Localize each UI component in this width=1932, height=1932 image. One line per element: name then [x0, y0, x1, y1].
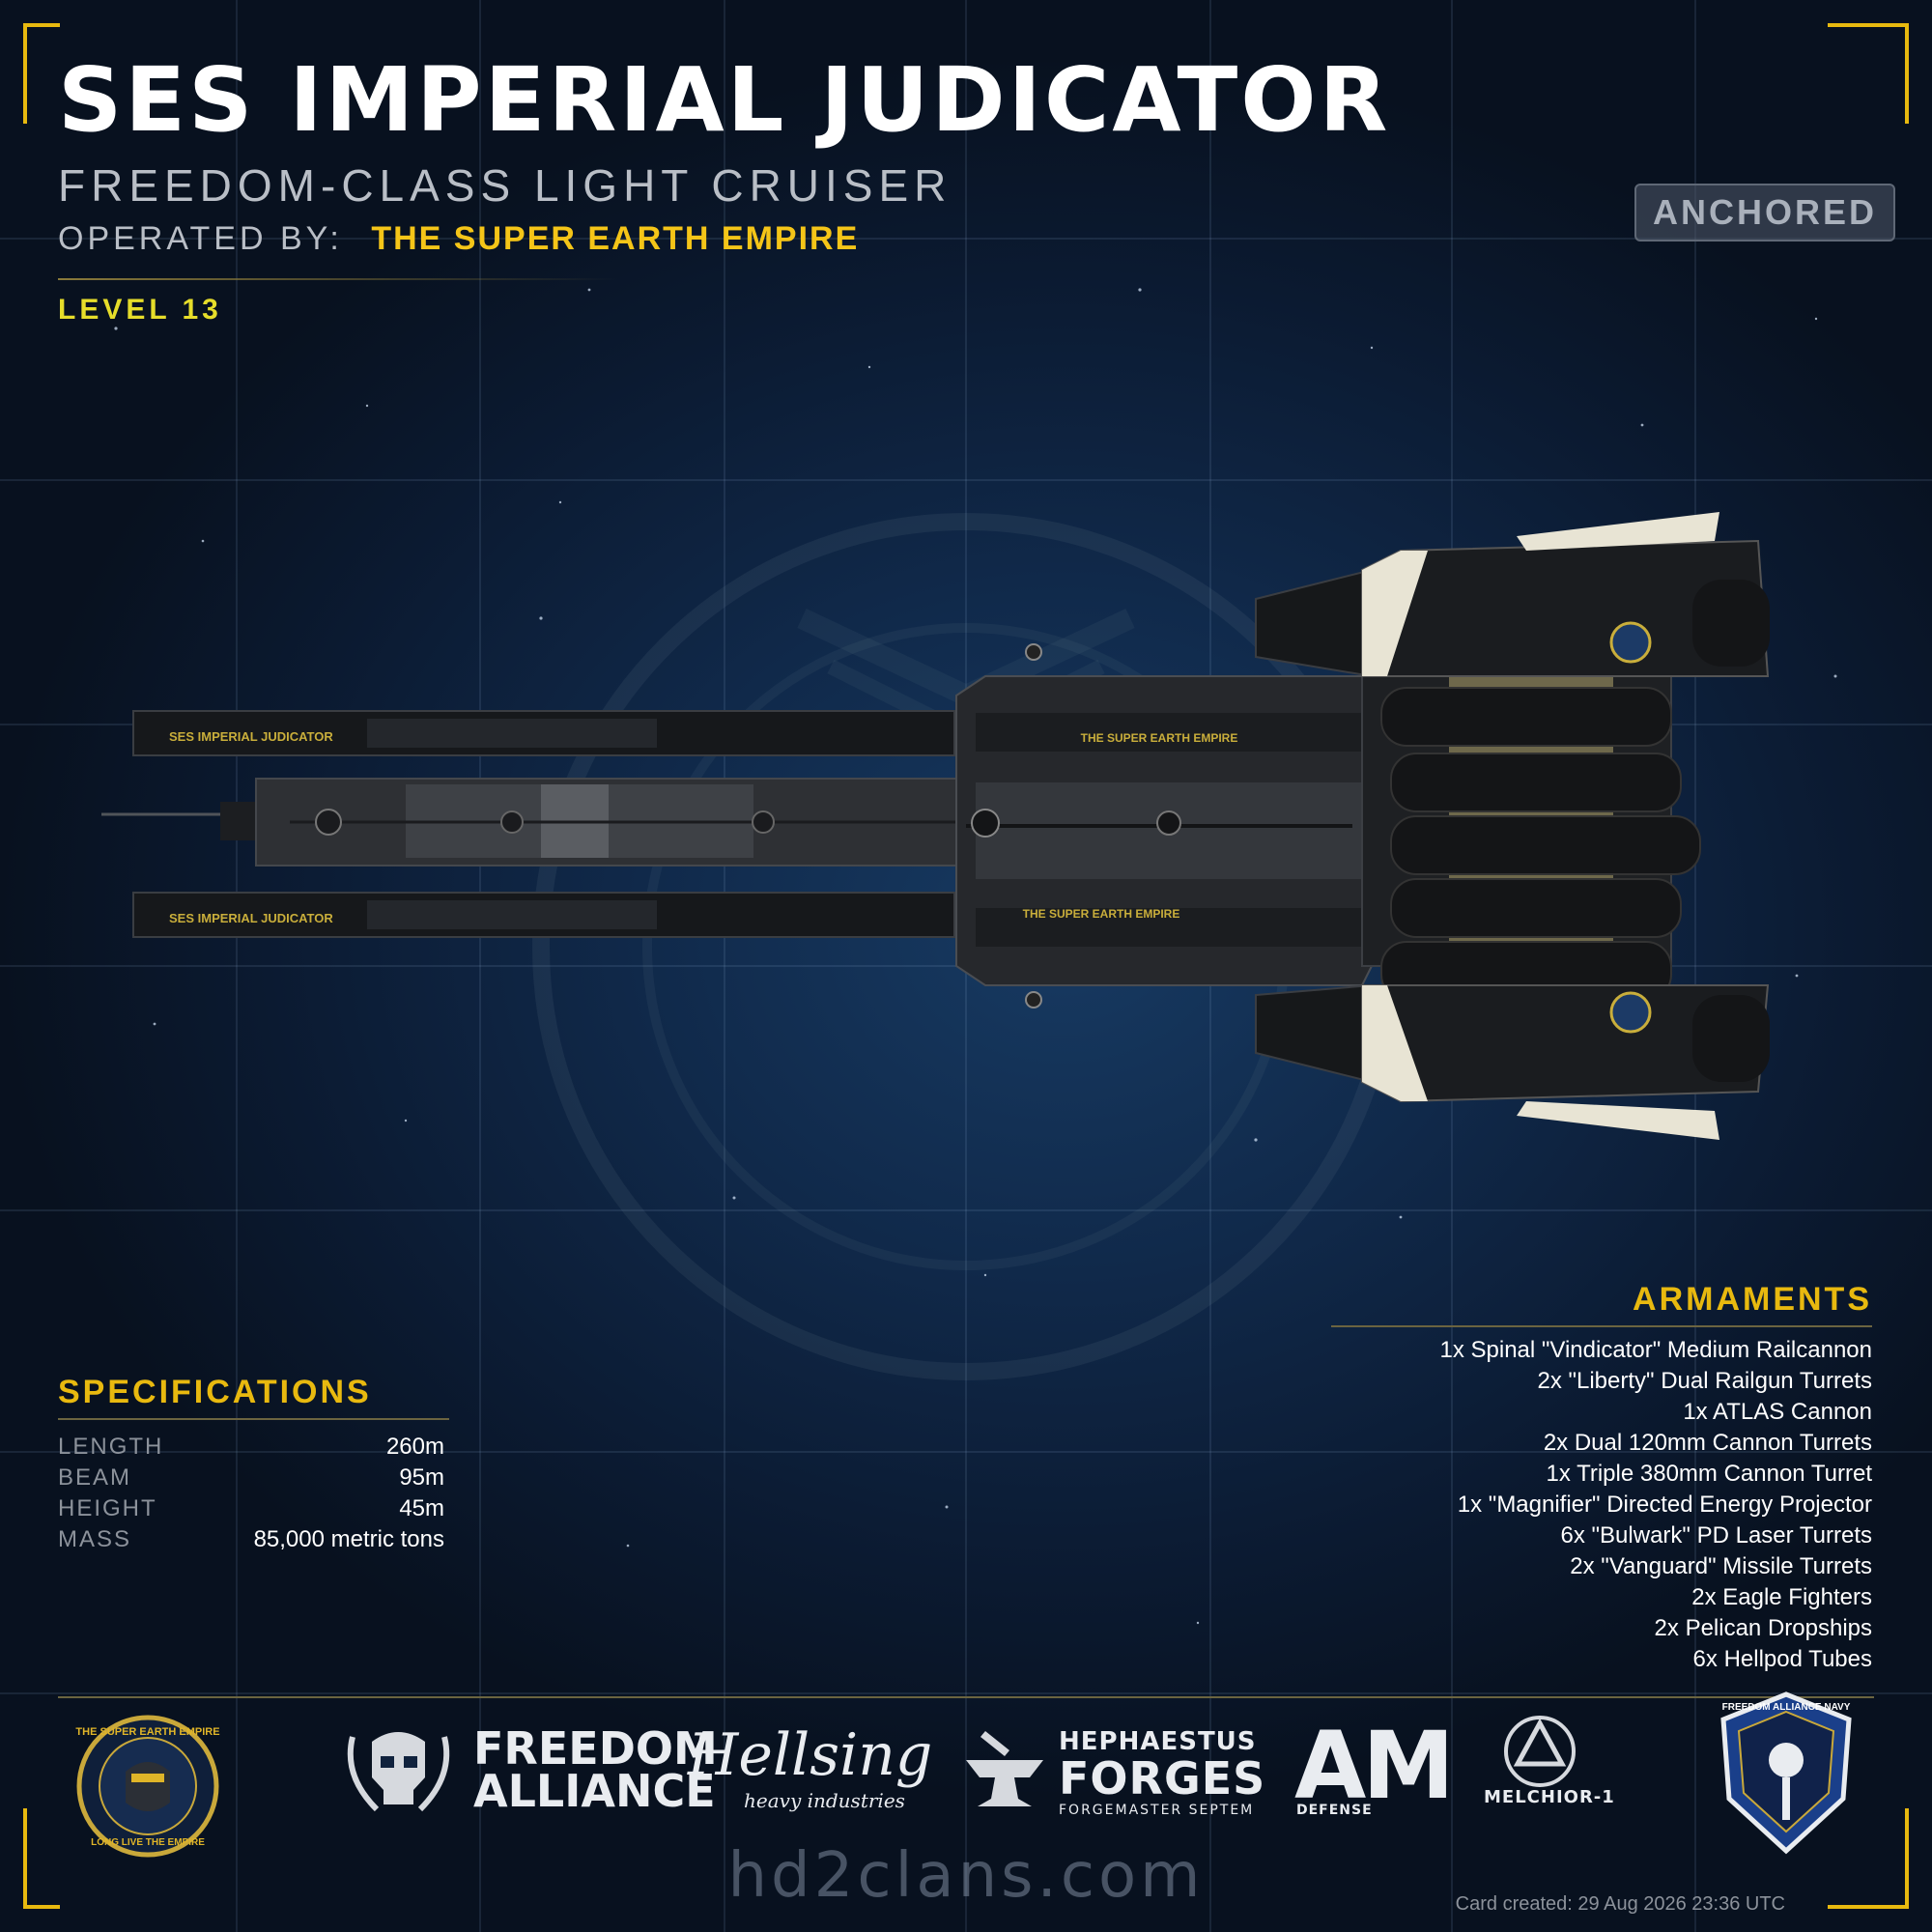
ship-main-hull: THE SUPER EARTH EMPIRE THE SUPER EARTH E…: [955, 643, 1373, 1009]
am-defense-logo: AM: [1294, 1712, 1455, 1820]
hull-label-bottom: THE SUPER EARTH EMPIRE: [1023, 907, 1180, 921]
status-badge: ANCHORED: [1634, 184, 1895, 242]
hellsing-subtitle: heavy industries: [744, 1789, 905, 1812]
header-divider: [58, 278, 618, 280]
frame-corner-top-left: [23, 23, 60, 124]
spec-label: HEIGHT: [58, 1495, 157, 1521]
armament-item: 6x "Bulwark" PD Laser Turrets: [1560, 1522, 1872, 1548]
armament-item: 2x "Liberty" Dual Railgun Turrets: [1537, 1368, 1872, 1394]
navy-badge-text: FREEDOM ALLIANCE NAVY: [1722, 1702, 1851, 1713]
spec-row: HEIGHT 45m: [58, 1493, 444, 1524]
armament-item: 2x Pelican Dropships: [1654, 1615, 1872, 1641]
melchior-logo: MELCHIOR-1: [1484, 1787, 1615, 1807]
armament-item: 1x Spinal "Vindicator" Medium Railcannon: [1439, 1337, 1872, 1363]
frame-corner-bottom-right: [1828, 1808, 1909, 1909]
hull-label-top: THE SUPER EARTH EMPIRE: [1081, 731, 1238, 745]
spec-row: BEAM 95m: [58, 1463, 444, 1493]
melchior-aperture-icon: [1504, 1716, 1576, 1787]
specifications-divider: [58, 1418, 449, 1420]
frame-corner-bottom-left: [23, 1808, 60, 1909]
card-created-timestamp: Card created: 29 Aug 2026 23:36 UTC: [1455, 1893, 1785, 1915]
upper-boom-label: SES IMPERIAL JUDICATOR: [169, 729, 333, 744]
spec-value: 85,000 metric tons: [253, 1526, 444, 1552]
spec-label: MASS: [58, 1526, 132, 1552]
armament-item: 2x Eagle Fighters: [1691, 1584, 1872, 1610]
operator-line: OPERATED BY: THE SUPER EARTH EMPIRE: [58, 220, 859, 258]
armament-item: 1x Triple 380mm Cannon Turret: [1546, 1461, 1873, 1487]
spec-row: LENGTH 260m: [58, 1432, 444, 1463]
ship-name: SES IMPERIAL JUDICATOR: [58, 48, 1391, 152]
spec-label: BEAM: [58, 1464, 132, 1491]
hellsing-logo: Hellsing: [688, 1721, 933, 1789]
footer-divider: [58, 1696, 1874, 1698]
ship-spine: [101, 778, 972, 867]
emblem-bottom-text: LONG LIVE THE EMPIRE: [91, 1837, 205, 1848]
spec-value: 95m: [399, 1464, 444, 1491]
frame-corner-top-right: [1828, 23, 1909, 124]
specifications-list: LENGTH 260m BEAM 95m HEIGHT 45m MASS 85,000 …: [58, 1432, 444, 1555]
armaments-list: 1x Spinal "Vindicator" Medium Railcannon…: [1439, 1335, 1872, 1675]
armaments-heading: ARMAMENTS: [1633, 1281, 1872, 1318]
armament-item: 2x "Vanguard" Missile Turrets: [1570, 1553, 1872, 1579]
ship-class: FREEDOM-CLASS LIGHT CRUISER: [58, 160, 952, 211]
hephaestus-anvil-icon: [966, 1731, 1043, 1806]
freedom-alliance-skull-icon: [347, 1732, 450, 1812]
operator-label: OPERATED BY:: [58, 220, 343, 257]
spec-label: LENGTH: [58, 1434, 164, 1460]
ship-engine-section: [1255, 512, 1770, 1140]
freedom-alliance-line2: ALLIANCE: [473, 1765, 716, 1817]
armament-item: 1x "Magnifier" Directed Energy Projector: [1457, 1492, 1872, 1518]
spec-row: MASS 85,000 metric tons: [58, 1524, 444, 1555]
armaments-divider: [1331, 1325, 1872, 1327]
operator-value: THE SUPER EARTH EMPIRE: [371, 220, 860, 257]
armament-item: 2x Dual 120mm Cannon Turrets: [1543, 1430, 1872, 1456]
hephaestus-line3: FORGEMASTER SEPTEM: [1059, 1803, 1255, 1818]
lower-boom-label: SES IMPERIAL JUDICATOR: [169, 911, 333, 925]
freedom-alliance-logo: FREEDOM ALLIANCE: [473, 1722, 718, 1817]
ship-level: LEVEL 13: [58, 294, 222, 326]
super-earth-empire-emblem: THE SUPER EARTH EMPIRE LONG LIVE THE EMP…: [75, 1715, 220, 1858]
spec-value: 45m: [399, 1495, 444, 1521]
armament-item: 1x ATLAS Cannon: [1683, 1399, 1872, 1425]
specifications-heading: SPECIFICATIONS: [58, 1374, 372, 1410]
lower-boom: SES IMPERIAL JUDICATOR: [132, 892, 955, 938]
armament-item: 6x Hellpod Tubes: [1692, 1646, 1872, 1672]
upper-boom: SES IMPERIAL JUDICATOR: [132, 710, 955, 756]
freedom-alliance-line1: FREEDOM: [473, 1722, 718, 1775]
spec-value: 260m: [385, 1434, 444, 1460]
hephaestus-line1: HEPHAESTUS: [1059, 1727, 1257, 1756]
am-defense-subtitle: DEFENSE: [1296, 1803, 1373, 1818]
emblem-top-text: THE SUPER EARTH EMPIRE: [75, 1726, 219, 1738]
site-url: hd2clans.com: [727, 1840, 1205, 1912]
freedom-alliance-navy-badge: FREEDOM ALLIANCE NAVY: [1720, 1691, 1852, 1855]
hephaestus-line2: FORGES: [1059, 1752, 1266, 1804]
